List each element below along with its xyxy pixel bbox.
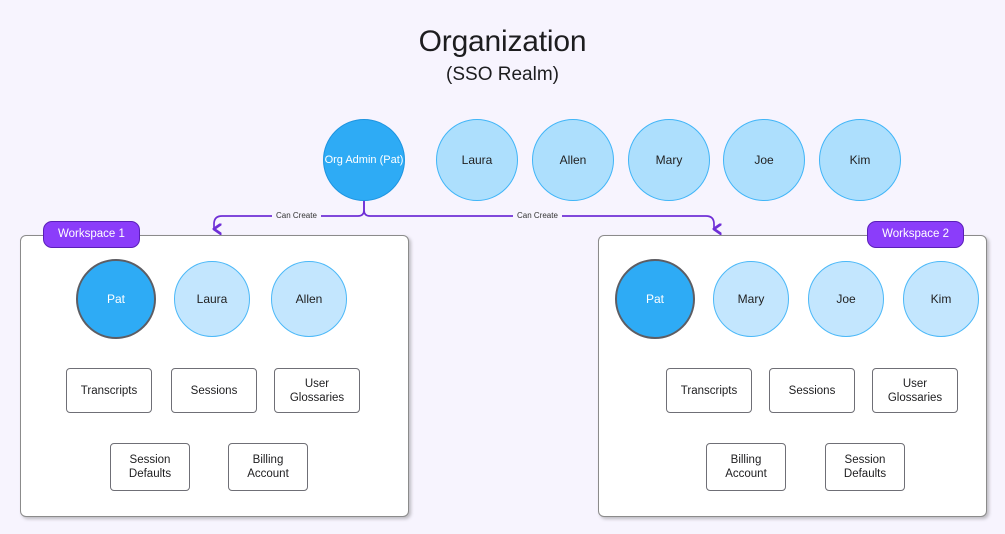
- workspace-1-feature-session-defaults[interactable]: Session Defaults: [110, 443, 190, 491]
- workspace-2-feature-transcripts[interactable]: Transcripts: [666, 368, 752, 413]
- organization-member-row: Org Admin (Pat) Laura Allen Mary Joe Kim: [323, 119, 923, 201]
- workspace-1-feature-user-glossaries[interactable]: User Glossaries: [274, 368, 360, 413]
- workspace-1-feature-billing-account[interactable]: Billing Account: [228, 443, 308, 491]
- workspace-2-feature-sessions[interactable]: Sessions: [769, 368, 855, 413]
- org-member-label: Joe: [754, 153, 774, 167]
- workspace-member-label: Kim: [930, 292, 952, 306]
- diagram-title: Organization (SSO Realm): [0, 22, 1005, 88]
- workspace-1-feature-sessions[interactable]: Sessions: [171, 368, 257, 413]
- workspace-2-container: Workspace 2 Pat Mary Joe Kim Transcripts…: [598, 221, 987, 517]
- org-member-label: Kim: [849, 153, 871, 167]
- org-member-label: Org Admin (Pat): [324, 154, 404, 166]
- workspace-1-member-pat[interactable]: Pat: [76, 259, 156, 339]
- workspace-1-member-allen[interactable]: Allen: [271, 261, 347, 337]
- org-member-laura[interactable]: Laura: [436, 119, 518, 201]
- org-member-label: Mary: [655, 153, 683, 167]
- org-member-allen[interactable]: Allen: [532, 119, 614, 201]
- org-member-org-admin[interactable]: Org Admin (Pat): [323, 119, 405, 201]
- workspace-2-feature-session-defaults[interactable]: Session Defaults: [825, 443, 905, 491]
- workspace-2-member-mary[interactable]: Mary: [713, 261, 789, 337]
- workspace-1-badge[interactable]: Workspace 1: [43, 221, 140, 248]
- workspace-2-member-row: Pat Mary Joe Kim: [599, 259, 986, 345]
- connector-label-right: Can Create: [513, 211, 562, 221]
- org-member-label: Laura: [461, 153, 493, 167]
- workspace-2-feature-user-glossaries[interactable]: User Glossaries: [872, 368, 958, 413]
- workspace-2-member-joe[interactable]: Joe: [808, 261, 884, 337]
- workspace-member-label: Allen: [295, 292, 323, 306]
- workspace-2-member-kim[interactable]: Kim: [903, 261, 979, 337]
- org-member-joe[interactable]: Joe: [723, 119, 805, 201]
- page-title: Organization: [418, 25, 587, 58]
- workspace-1-feature-transcripts[interactable]: Transcripts: [66, 368, 152, 413]
- connector-label-left: Can Create: [272, 211, 321, 221]
- org-member-mary[interactable]: Mary: [628, 119, 710, 201]
- workspace-member-label: Joe: [836, 292, 856, 306]
- workspace-2-feature-billing-account[interactable]: Billing Account: [706, 443, 786, 491]
- workspace-member-label: Mary: [737, 292, 765, 306]
- workspace-1-member-row: Pat Laura Allen: [21, 259, 408, 345]
- org-member-label: Allen: [559, 153, 587, 167]
- org-member-kim[interactable]: Kim: [819, 119, 901, 201]
- workspace-member-label: Pat: [645, 292, 664, 306]
- workspace-2-badge[interactable]: Workspace 2: [867, 221, 964, 248]
- workspace-1-container: Workspace 1 Pat Laura Allen Transcripts …: [20, 221, 409, 517]
- page-subtitle: (SSO Realm): [446, 64, 559, 85]
- workspace-member-label: Pat: [106, 292, 125, 306]
- workspace-member-label: Laura: [196, 292, 228, 306]
- workspace-2-member-pat[interactable]: Pat: [615, 259, 695, 339]
- workspace-1-member-laura[interactable]: Laura: [174, 261, 250, 337]
